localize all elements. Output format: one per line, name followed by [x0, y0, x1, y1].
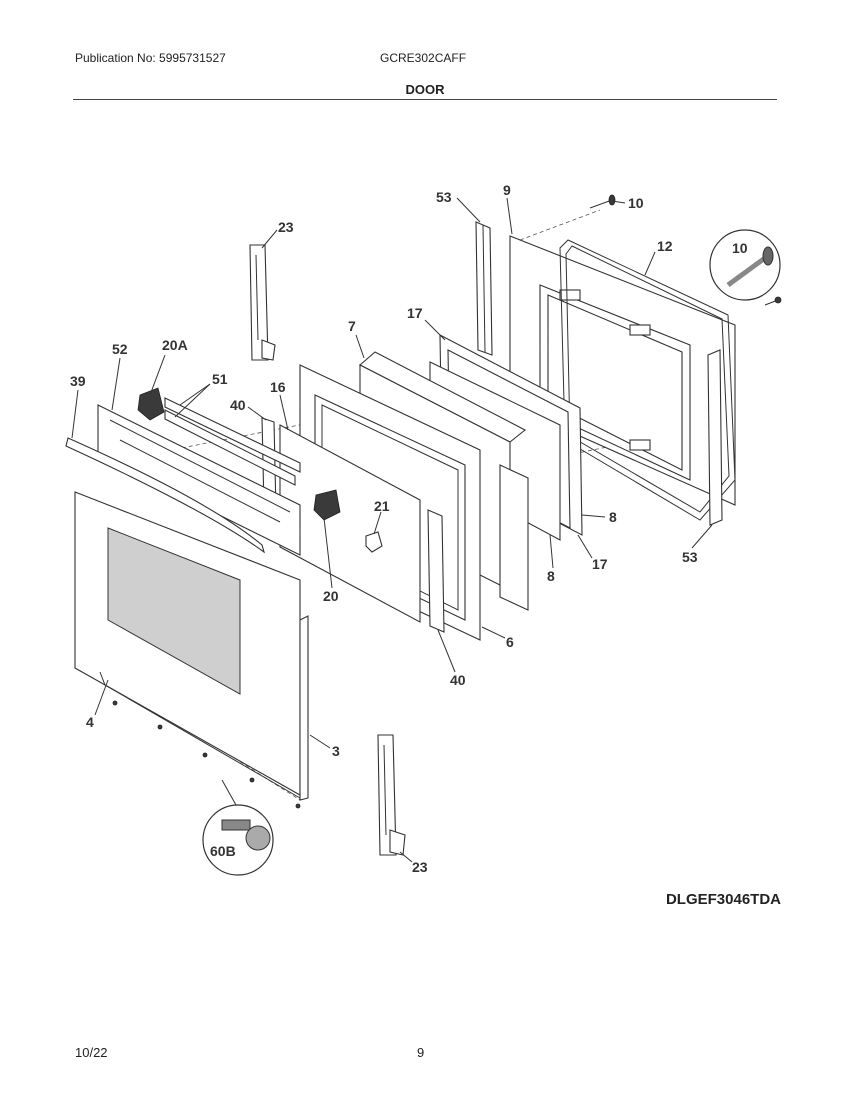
- callout-20: 20: [323, 588, 339, 604]
- screws: [112, 700, 301, 809]
- part-53-rear-channel: [475, 221, 493, 356]
- part-10-screw: [589, 194, 782, 306]
- callout-17-bottom: 17: [592, 556, 608, 572]
- leader-lines: [71, 197, 713, 863]
- callout-9: 9: [503, 182, 511, 198]
- part-51-trim-strips: [164, 397, 301, 486]
- diagram-code: DLGEF3046TDA: [665, 891, 781, 908]
- part-9-inner-frame: [509, 235, 736, 506]
- callout-21: 21: [374, 498, 390, 514]
- part-52-control-trim: [97, 404, 301, 556]
- callout-53-top: 53: [436, 189, 452, 205]
- model-number: GCRE302CAFF: [380, 51, 467, 65]
- callout-8-right: 8: [609, 509, 617, 525]
- callout-40-bottom: 40: [450, 672, 466, 688]
- callout-23-top: 23: [278, 219, 294, 235]
- section-title: DOOR: [405, 82, 445, 97]
- part-23-hinge-bottom: [377, 734, 406, 856]
- callout-60b: 60B: [210, 843, 236, 859]
- callout-52: 52: [112, 341, 128, 357]
- callout-3: 3: [332, 743, 340, 759]
- callout-17-top: 17: [407, 305, 423, 321]
- callout-51: 51: [212, 371, 228, 387]
- part-3-outer-door: [74, 491, 309, 801]
- callout-16: 16: [270, 379, 286, 395]
- callout-8-bottom: 8: [547, 568, 555, 584]
- page-number: 9: [417, 1045, 425, 1060]
- part-20a-bracket: [137, 387, 165, 421]
- callout-10-detail: 10: [732, 240, 748, 256]
- detail-circle-60b: [202, 779, 274, 876]
- callout-labels: 53 9 10 23 12 10 17 7 52 20A 51 39 16 40…: [70, 182, 748, 875]
- callout-12: 12: [657, 238, 673, 254]
- callout-10-screw: 10: [628, 195, 644, 211]
- footer-date: 10/22: [75, 1045, 108, 1060]
- callout-6: 6: [506, 634, 514, 650]
- callout-20a: 20A: [162, 337, 188, 353]
- detail-circle-10: [709, 229, 781, 301]
- callout-39: 39: [70, 373, 86, 389]
- publication-number: Publication No: 5995731527: [75, 51, 226, 65]
- part-4-bottom-trim: [99, 671, 301, 799]
- part-21-clip: [365, 531, 383, 553]
- callout-7: 7: [348, 318, 356, 334]
- part-23-hinge-top: [249, 244, 276, 361]
- part-12-gasket: [559, 239, 736, 521]
- callout-53-bottom: 53: [682, 549, 698, 565]
- part-20-bracket: [313, 489, 341, 521]
- header-divider: [73, 99, 777, 100]
- callout-40-top: 40: [230, 397, 246, 413]
- callout-23-bottom: 23: [412, 859, 428, 875]
- callout-4: 4: [86, 714, 94, 730]
- part-53-right-channel: [707, 349, 723, 526]
- part-39-handle: [65, 437, 265, 554]
